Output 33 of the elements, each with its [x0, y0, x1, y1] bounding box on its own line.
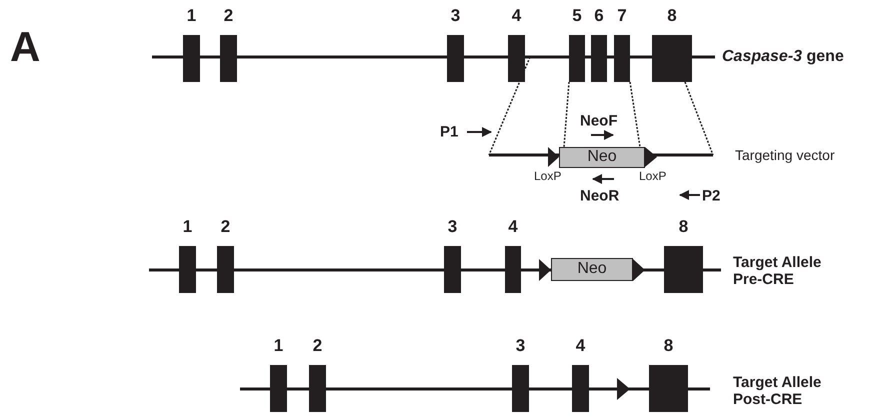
homology-line — [563, 82, 570, 148]
primer-label: NeoR — [580, 187, 620, 205]
exon-number: 7 — [616, 7, 628, 25]
exon-number: 1 — [272, 337, 284, 355]
exon-number: 4 — [510, 7, 522, 25]
allele-label: Target Allele Post-CRE — [733, 374, 822, 408]
loxp-label: LoxP — [639, 170, 666, 184]
exon-number: 8 — [666, 7, 678, 25]
exon-number: 8 — [678, 218, 690, 236]
neo-cassette: Neo — [559, 147, 645, 168]
exon-number: 2 — [222, 7, 234, 25]
exon-number: 2 — [312, 337, 324, 355]
primer-label: NeoF — [580, 112, 618, 130]
primer-label: P2 — [702, 187, 720, 205]
exon-number: 5 — [571, 7, 583, 25]
exon-number: 4 — [574, 337, 586, 355]
exon-number: 6 — [593, 7, 605, 25]
neo-cassette: Neo — [551, 258, 633, 281]
gene-label: Caspase-3 gene — [722, 48, 844, 66]
exon-number: 4 — [507, 218, 519, 236]
exon-number: 3 — [450, 7, 462, 25]
panel-letter: A — [10, 22, 40, 72]
exon-number: 2 — [220, 218, 232, 236]
vector-label: Targeting vector — [735, 146, 835, 164]
primer-label: P1 — [440, 123, 458, 141]
exon-number: 3 — [514, 337, 526, 355]
exon-number: 3 — [446, 218, 458, 236]
homology-line — [629, 82, 641, 148]
exon-number: 8 — [662, 337, 674, 355]
exon-number: 1 — [182, 218, 194, 236]
loxp-label: LoxP — [534, 170, 562, 184]
allele-label: Target Allele Pre-CRE — [733, 254, 822, 288]
exon-number: 1 — [186, 7, 198, 25]
